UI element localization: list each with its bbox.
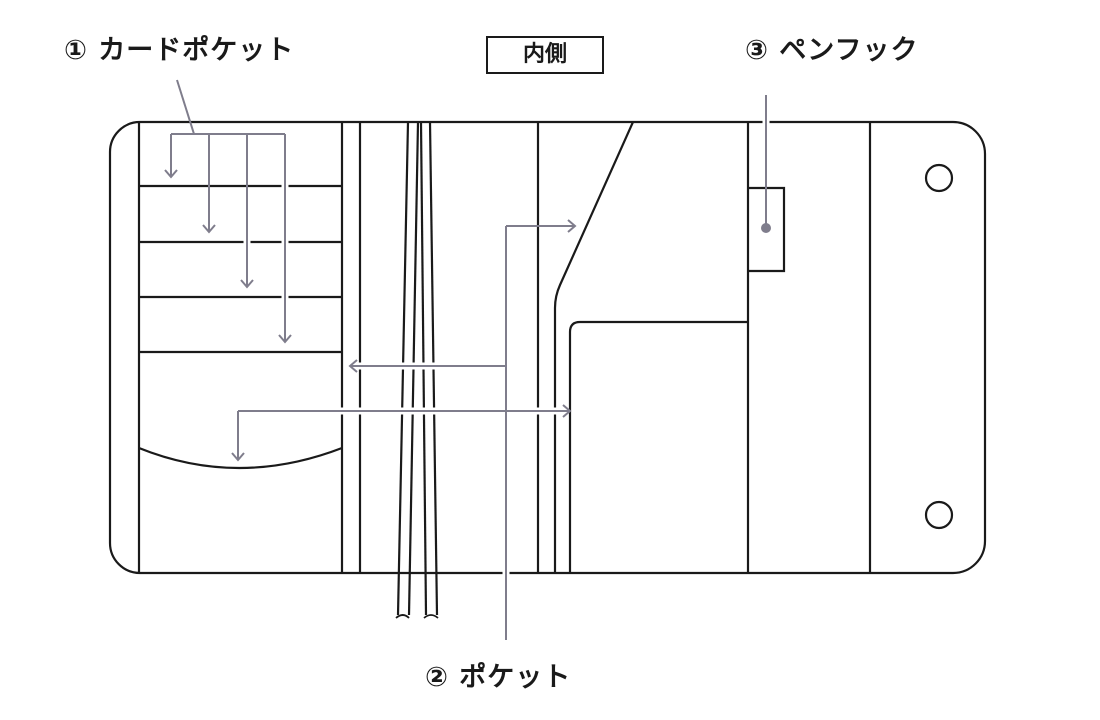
annotation-arrows — [164, 79, 767, 640]
outer-outline — [108, 120, 987, 575]
inner-pocket-edge — [568, 320, 748, 573]
ribbon-markers — [395, 121, 439, 619]
slanted-pocket-edge — [553, 121, 635, 573]
pen-hook-label: ③ ペンフック — [745, 35, 919, 66]
pen-hook-marker — [761, 223, 771, 233]
snap-circle — [924, 500, 954, 530]
snap-circle — [924, 163, 954, 193]
card-pocket-label: ① カードポケット — [64, 35, 295, 66]
inside-label: 内側 — [486, 36, 604, 74]
lower-pocket-curve — [138, 446, 343, 470]
pocket-label: ② ポケット — [425, 662, 572, 693]
